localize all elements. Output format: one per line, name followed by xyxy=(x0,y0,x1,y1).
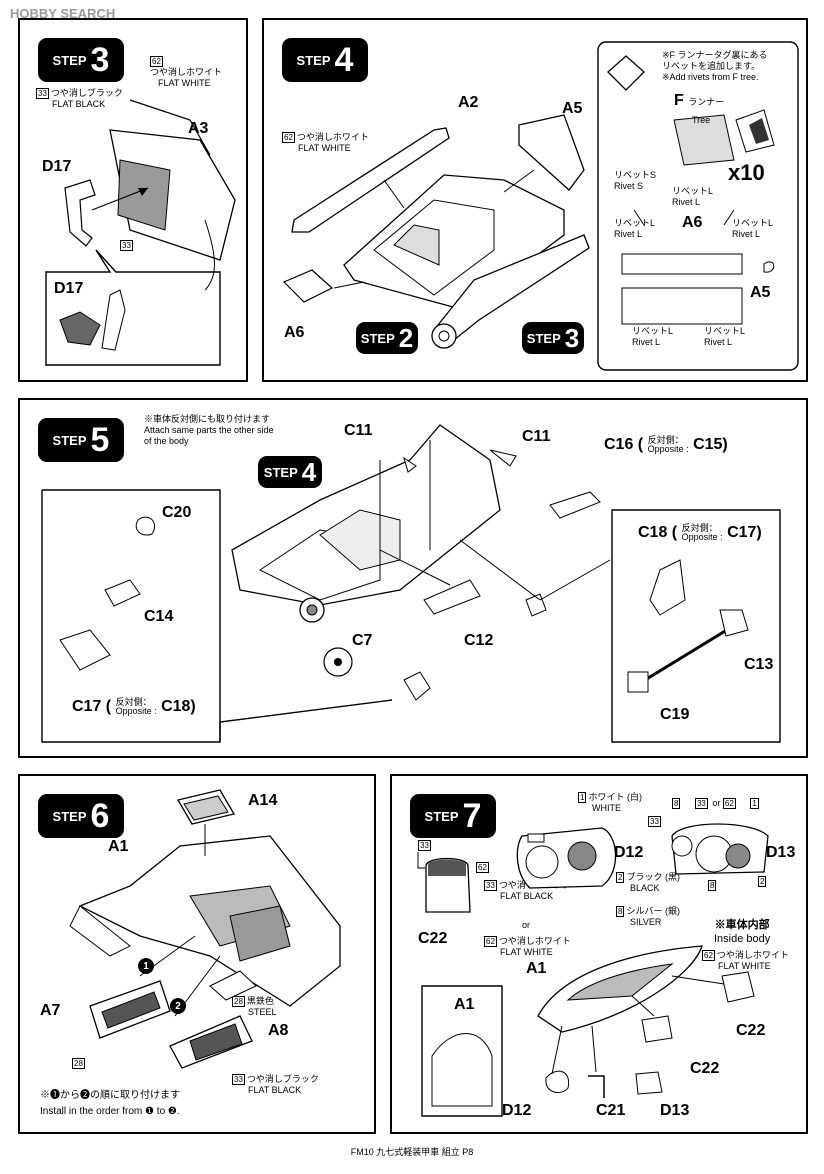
step7-inside-body: ※車体内部 Inside body xyxy=(714,919,771,945)
step5-label-c12: C12 xyxy=(464,632,494,649)
step3-code-33: 33 xyxy=(120,240,133,252)
f-letter: F xyxy=(674,92,684,109)
step6-code-28: 28 xyxy=(72,1058,85,1070)
step7-label-a1-inset: A1 xyxy=(454,996,475,1013)
step5-label-c20: C20 xyxy=(162,504,192,521)
page-footer: FM10 九七式軽装甲車 組立 P8 xyxy=(350,1147,474,1157)
step6-note: ※❶から❷の順に取り付けます Install in the order from… xyxy=(40,1090,180,1117)
step6-label-a7: A7 xyxy=(40,1002,61,1019)
step5-label-c16: C16 ( 反対側：Opposite : C15) xyxy=(604,435,728,454)
step3-drawing xyxy=(45,99,236,366)
step7-code-33-tl: 33 xyxy=(418,840,431,852)
step7-label-c22-right: C22 xyxy=(736,1022,766,1039)
step3-label-d17-detail: D17 xyxy=(54,280,84,297)
step4-label-a6: A6 xyxy=(284,324,305,341)
step7-code-62-tl: 62 xyxy=(476,862,489,874)
step4-inset-f-tree: F ランナー Tree xyxy=(674,92,725,125)
step4-inset-x10: x10 xyxy=(728,160,765,185)
step5-label-c7: C7 xyxy=(352,632,373,649)
step7-or-1: or xyxy=(522,920,531,930)
step4-inset-a6: A6 xyxy=(682,214,703,231)
step7-code-2-bottom: 2 xyxy=(758,876,767,888)
step4-drawing xyxy=(282,41,799,371)
step6-drawing xyxy=(69,789,341,1069)
step5-label-c14: C14 xyxy=(144,608,174,625)
step7-label-c22-left: C22 xyxy=(418,930,448,947)
step7-drawing xyxy=(417,823,769,1117)
step7-code-8-bottom: 8 xyxy=(708,880,717,892)
step7-label-d13-bottom: D13 xyxy=(660,1102,690,1119)
step5-label-c17: C17 ( 反対側：Opposite : C18) xyxy=(72,697,196,716)
step5-note: ※車体反対側にも取り付けます Attach same parts the oth… xyxy=(144,414,274,446)
step5-label-c19: C19 xyxy=(660,706,690,723)
step5-label-c11-right: C11 xyxy=(522,428,551,445)
step4-inset-note: ※F ランナータグ裏にある リベットを追加します。 ※Add rivets fr… xyxy=(662,50,768,82)
step3-paint-flatwhite: 62 つや消しホワイト FLAT WHITE xyxy=(150,56,223,89)
step6-order-2: 2 xyxy=(170,998,186,1014)
step7-gauge-codes-top: 8 33 or 62 1 xyxy=(672,798,759,810)
step6-label-a1: A1 xyxy=(108,838,129,855)
step5-label-c13: C13 xyxy=(744,656,774,673)
watermark-logo: HOBBY SEARCH xyxy=(10,6,116,21)
step7-label-c22-mid: C22 xyxy=(690,1060,720,1077)
step3-label-d17: D17 xyxy=(42,158,72,175)
step7-label-d13: D13 xyxy=(766,844,796,861)
step7-label-d12-bottom: D12 xyxy=(502,1102,532,1119)
step6-label-a14: A14 xyxy=(248,792,278,809)
step5-label-c11-left: C11 xyxy=(344,422,373,439)
step5-drawing xyxy=(41,424,781,743)
step7-label-c21: C21 xyxy=(596,1102,626,1119)
step7-label-d12: D12 xyxy=(614,844,644,861)
step7-code-33-right: 33 xyxy=(648,816,661,828)
step6-order-1: 1 xyxy=(138,958,154,974)
step6-label-a8: A8 xyxy=(268,1022,289,1039)
step4-label-a5: A5 xyxy=(562,100,583,117)
step4-label-a2: A2 xyxy=(458,94,479,111)
step7-label-a1: A1 xyxy=(526,960,547,977)
step4-inset-a5: A5 xyxy=(750,284,771,301)
step5-label-c18: C18 ( 反対側：Opposite : C17) xyxy=(638,523,762,542)
